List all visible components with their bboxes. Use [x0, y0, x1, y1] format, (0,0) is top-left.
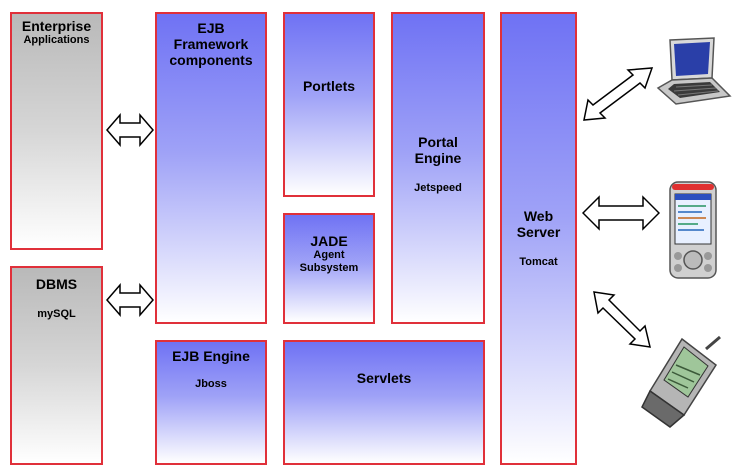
enterprise-title: Enterprise — [21, 18, 92, 34]
mobile-phone-icon — [641, 335, 721, 428]
portal-engine-box: Portal Engine Jetspeed — [391, 12, 485, 324]
ejb-framework-line3: components — [169, 52, 253, 69]
dbms-ejb-arrow — [106, 283, 154, 317]
ejb-framework-box: EJB Framework components — [155, 12, 267, 324]
pda-icon — [669, 181, 717, 279]
enterprise-ejb-arrow — [106, 113, 154, 147]
portal-engine-subtitle: Jetspeed — [414, 182, 462, 195]
phone-arrow — [593, 291, 651, 348]
enterprise-subtitle: Applications — [23, 34, 90, 47]
web-server-box: Web Server Tomcat — [500, 12, 577, 465]
laptop-arrow — [583, 67, 654, 121]
servlets-box: Servlets — [283, 340, 485, 465]
jade-title: JADE — [310, 233, 348, 249]
servlets-title: Servlets — [356, 370, 412, 386]
jade-line2: Agent — [313, 249, 345, 262]
portal-engine-line2: Engine — [414, 150, 462, 167]
web-server-line1: Web — [523, 208, 554, 224]
dbms-box: DBMS mySQL — [10, 266, 103, 465]
enterprise-applications-box: Enterprise Applications — [10, 12, 103, 250]
web-server-subtitle: Tomcat — [519, 256, 558, 269]
portlets-title: Portlets — [302, 78, 356, 94]
dbms-subtitle: mySQL — [37, 308, 76, 321]
ejb-engine-title: EJB Engine — [172, 348, 250, 364]
dbms-title: DBMS — [35, 276, 78, 292]
laptop-icon — [656, 37, 732, 105]
ejb-engine-subtitle: Jboss — [195, 378, 227, 391]
ejb-engine-box: EJB Engine Jboss — [155, 340, 267, 465]
web-server-line2: Server — [516, 224, 561, 241]
portal-engine-line1: Portal — [418, 134, 458, 150]
ejb-framework-line2: Framework — [173, 36, 249, 53]
jade-box: JADE Agent Subsystem — [283, 213, 375, 324]
jade-line3: Subsystem — [299, 261, 359, 274]
portlets-box: Portlets — [283, 12, 375, 197]
ejb-framework-line1: EJB — [197, 20, 225, 36]
pda-arrow — [582, 195, 660, 231]
